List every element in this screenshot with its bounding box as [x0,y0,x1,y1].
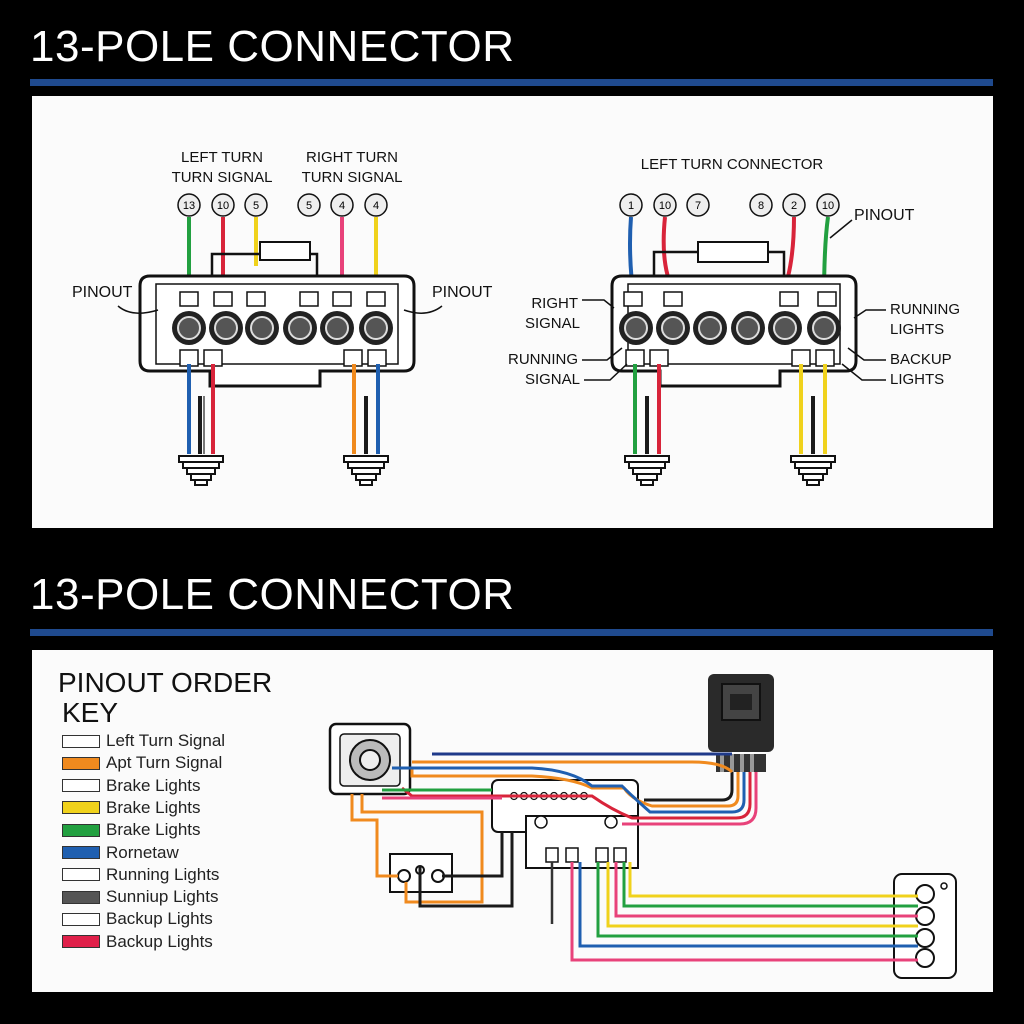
key-swatch [62,779,100,793]
right-pin-bubbles: 1 10 7 8 2 10 [619,193,840,217]
right-pin-8: 8 [758,200,764,212]
key-swatch [62,756,100,770]
key-row: Brake Lights [62,775,201,797]
top-rule [30,79,993,86]
connector-pinout-panel: LEFT TURN TURN SIGNAL RIGHT TURN TURN SI… [32,96,993,528]
trailer-socket [328,722,412,796]
key-label: Brake Lights [106,820,201,840]
key-swatch [62,890,100,904]
left-pin-5a: 5 [253,200,259,212]
right-signal-label-1: RIGHT [531,295,578,312]
key-row: Rornetaw [62,842,179,864]
key-row: Backup Lights [62,908,213,930]
right-signal-label-2: SIGNAL [525,315,580,332]
right-turn-label-1: RIGHT TURN [306,149,398,166]
key-label: Brake Lights [106,775,201,795]
key-title-line-2: KEY [62,697,119,728]
backup-lights-label-2: LIGHTS [890,371,944,388]
top-heading: 13-POLE CONNECTOR [30,22,515,71]
bottom-heading: 13-POLE CONNECTOR [30,570,515,619]
right-pinout-label: PINOUT [854,207,915,224]
running-lights-label-2: LIGHTS [890,321,944,338]
key-row: Apt Turn Signal [62,752,222,774]
left-turn-label-1: LEFT TURN [181,149,263,166]
left-connector: LEFT TURN TURN SIGNAL RIGHT TURN TURN SI… [72,149,493,486]
running-signal-label-1: RUNNING [508,351,578,368]
left-pin-4a: 4 [339,200,345,212]
key-swatch [62,846,100,859]
key-label: Left Turn Signal [106,731,226,750]
left-pin-5b: 5 [306,200,312,212]
left-pin-4b: 4 [373,200,379,212]
key-swatch [62,734,100,748]
bottom-rule [30,629,993,636]
key-label: Running Lights [106,864,220,884]
right-pin-7: 7 [695,200,701,212]
key-swatch [62,912,100,926]
right-connector: LEFT TURN CONNECTOR 1 10 7 8 2 10 [508,156,960,486]
left-pin-13: 13 [183,200,195,212]
right-pin-2: 2 [791,200,797,212]
key-row: Backup Lights [62,931,213,953]
left-pinout-label: PINOUT [72,284,133,301]
connector-pinout-diagram: LEFT TURN TURN SIGNAL RIGHT TURN TURN SI… [72,149,960,486]
left-pin-bubbles: 13 10 5 5 4 4 [177,193,388,217]
right-pin-10b: 10 [822,200,834,212]
harness-plug [708,674,774,772]
key-label: Brake Lights [106,797,201,817]
key-label: Sunniup Lights [106,887,219,907]
key-title-line-1: PINOUT ORDER [58,667,273,698]
key-label: Backup Lights [106,909,213,929]
key-swatch [62,935,100,949]
right-pinout-label: PINOUT [432,284,493,301]
key-row: Brake Lights [62,819,201,841]
key-row: Running Lights [62,864,219,886]
key-swatch [62,868,100,882]
key-label: Rornetaw [106,842,179,862]
backup-lights-label-1: BACKUP [890,351,952,368]
running-lights-label-1: RUNNING [890,301,960,318]
key-label: Apt Turn Signal [106,753,223,773]
left-pin-10: 10 [217,200,229,212]
right-pin-10a: 10 [659,200,671,212]
key-row: Sunniup Lights [62,886,218,908]
left-turn-label-2: TURN SIGNAL [172,169,273,186]
junction-module [491,779,639,869]
key-row: Left Turn Signal [62,730,225,752]
key-swatch [62,801,100,815]
right-pin-1: 1 [628,200,634,212]
running-signal-label-2: SIGNAL [525,371,580,388]
key-swatch [62,823,100,837]
right-connector-title: LEFT TURN CONNECTOR [641,156,824,173]
key-label: Backup Lights [106,931,213,951]
right-turn-label-2: TURN SIGNAL [302,169,403,186]
wiring-harness-diagram [328,674,957,979]
key-row: Brake Lights [62,797,201,819]
